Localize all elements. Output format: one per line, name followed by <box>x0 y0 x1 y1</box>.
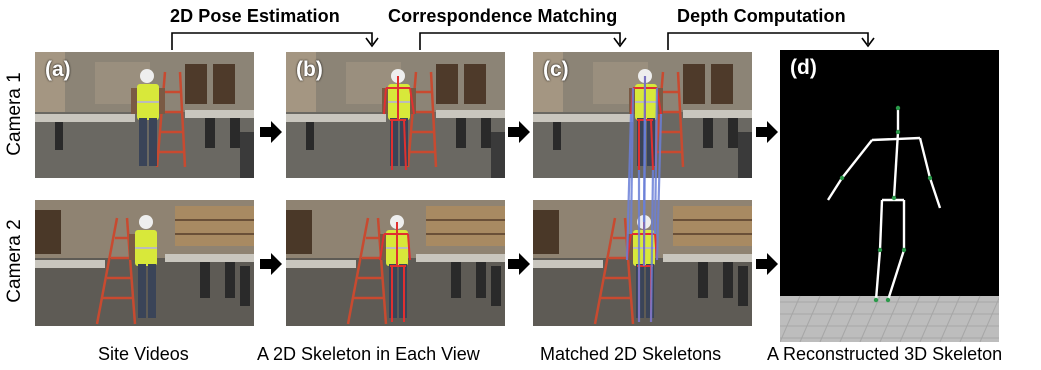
bone <box>826 177 844 201</box>
joint <box>927 175 933 181</box>
step-brackets <box>171 32 875 50</box>
joint <box>873 297 879 303</box>
caption-3d-skeleton: A Reconstructed 3D Skeleton <box>767 344 1003 364</box>
video-frame <box>35 52 254 178</box>
joint <box>895 105 901 111</box>
camera-1-label: Camera 1 <box>4 72 25 156</box>
bone <box>874 249 882 301</box>
video-frame <box>286 200 505 326</box>
camera-2-label: Camera 2 <box>4 219 25 303</box>
video-frame <box>533 200 752 326</box>
match-line <box>653 87 659 235</box>
reconstructed-3d-skeleton <box>780 105 999 342</box>
right-arrow-icon <box>756 121 778 143</box>
panel-tag-d: (d) <box>790 56 817 79</box>
panel-tag-a: (a) <box>45 58 71 81</box>
panel-c-camera-1: (c) <box>533 52 752 178</box>
match-line <box>649 169 655 323</box>
step-label-correspondence-matching: Correspondence Matching <box>388 6 618 26</box>
panel-a-camera-2 <box>35 200 254 326</box>
bone <box>841 139 873 179</box>
joint <box>891 195 897 201</box>
correspondence-lines <box>625 75 663 323</box>
bone <box>886 249 906 301</box>
video-frame <box>533 52 752 178</box>
bone <box>892 131 900 199</box>
right-arrow-icon <box>756 253 778 275</box>
match-line <box>642 119 647 267</box>
caption-site-videos: Site Videos <box>98 344 189 364</box>
step-label-pose-estimation: 2D Pose Estimation <box>170 6 340 26</box>
bone <box>918 137 932 179</box>
panel-c-camera-2 <box>533 200 752 326</box>
match-line <box>629 87 635 235</box>
bone <box>878 199 884 251</box>
right-arrow-icon <box>508 121 530 143</box>
joint <box>877 247 883 253</box>
caption-2d-skeleton: A 2D Skeleton in Each View <box>257 344 480 364</box>
match-line <box>655 113 663 261</box>
joint <box>885 297 891 303</box>
right-arrow-icon <box>260 253 282 275</box>
bone <box>928 177 942 209</box>
panel-b-camera-2 <box>286 200 505 326</box>
caption-matched-skeletons: Matched 2D Skeletons <box>540 344 722 364</box>
panel-tag-b: (b) <box>296 58 323 81</box>
match-line <box>625 113 633 261</box>
joint <box>901 247 907 253</box>
right-arrow-icon <box>260 121 282 143</box>
video-frame <box>35 200 254 326</box>
panel-b-camera-1: (b) <box>286 52 505 178</box>
bone <box>871 136 921 142</box>
panel-a-camera-1: (a) <box>35 52 254 178</box>
bracket-arrow-icon <box>171 32 373 50</box>
right-arrow-icon <box>508 253 530 275</box>
video-frame <box>286 52 505 178</box>
bracket-arrow-icon <box>419 32 621 50</box>
step-label-depth-computation: Depth Computation <box>677 6 846 26</box>
joint <box>895 129 901 135</box>
bracket-arrow-icon <box>667 32 869 50</box>
panel-d-3d-view: (d) <box>780 50 999 342</box>
panel-tag-c: (c) <box>543 58 569 81</box>
joint <box>839 175 845 181</box>
